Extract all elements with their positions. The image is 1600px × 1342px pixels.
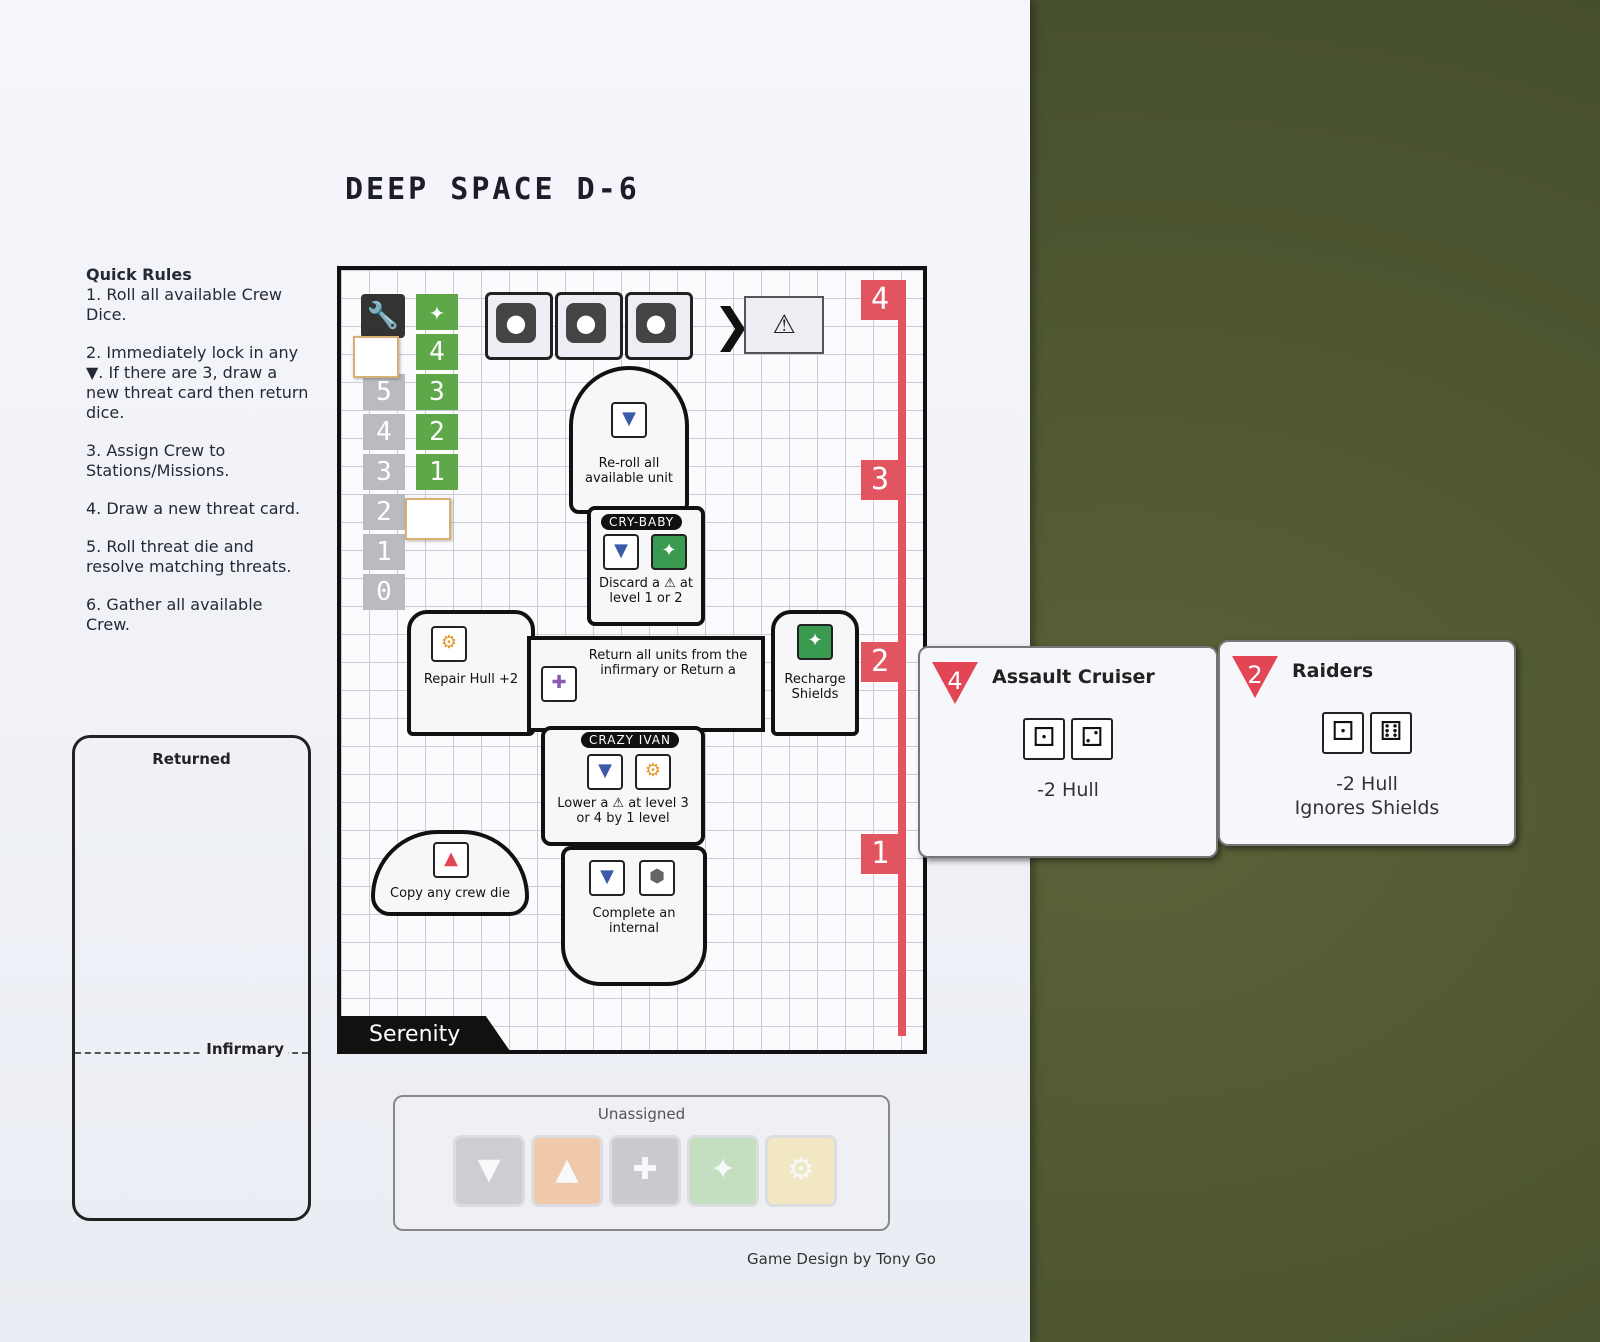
threat-level-2: 2	[861, 642, 899, 682]
die-face-icon: ⚅	[1370, 712, 1412, 754]
hull-track-cell[interactable]: 1	[363, 534, 405, 570]
shuttle-station[interactable]: ▲ Copy any crew die	[371, 830, 529, 916]
ship-name: Serenity	[337, 1016, 512, 1054]
internal-station[interactable]: ▼ ⬢ Complete an internal	[561, 846, 707, 986]
shield-marker[interactable]	[405, 498, 451, 540]
medical-station[interactable]: ✚ Return all units from the infirmary or…	[527, 636, 765, 732]
command-crew-icon: ▼	[611, 402, 647, 438]
threat-crew-icon: ⬢	[639, 860, 675, 896]
game-title: DEEP SPACE D-6	[345, 172, 640, 207]
threat-level-badge: 2	[1232, 656, 1278, 698]
die-face-icon: ⚀	[1023, 718, 1065, 760]
tactical-die-icon: ▲	[531, 1135, 603, 1207]
threat-warning-icon: ⚠	[744, 296, 824, 354]
threat-level-badge: 4	[932, 662, 978, 704]
shield-track-cell[interactable]: 2	[416, 414, 458, 450]
repair-text: Repair Hull +2	[423, 672, 519, 687]
crazyivan-tag: CRAZY IVAN	[581, 732, 679, 748]
card-dice: ⚀⚅	[1220, 712, 1514, 754]
credit-text: Game Design by Tony Go	[747, 1250, 936, 1268]
returned-label: Returned	[152, 750, 231, 768]
internal-text: Complete an internal	[592, 906, 676, 936]
infirmary-label: Infirmary	[202, 1040, 288, 1058]
card-name: Raiders	[1292, 660, 1374, 682]
command-crew-icon: ▼	[603, 534, 639, 570]
card-effect-line: -2 Hull	[1037, 779, 1099, 801]
die-face-icon: ⚁	[1071, 718, 1113, 760]
hull-track-cell[interactable]: 4	[363, 414, 405, 450]
hull-track-cell[interactable]: 0	[363, 574, 405, 610]
card-name: Assault Cruiser	[992, 666, 1155, 688]
shield-track-cell[interactable]: 4	[416, 334, 458, 370]
rule-step: 4. Draw a new threat card.	[86, 499, 301, 518]
medical-die-icon: ✚	[609, 1135, 681, 1207]
engineering-die-icon: ⚙	[765, 1135, 837, 1207]
rule-step: 6. Gather all available Crew.	[86, 595, 263, 634]
threat-card[interactable]: 2 Raiders ⚀⚅ -2 Hull Ignores Shields	[1218, 640, 1516, 846]
game-sheet: DEEP SPACE D-6 Quick Rules 1. Roll all a…	[0, 0, 1030, 1342]
hull-track-cell[interactable]: 5	[363, 374, 405, 410]
threat-level-4: 4	[861, 280, 899, 320]
science-crew-icon: ✦	[651, 534, 687, 570]
command-crew-icon: ▼	[587, 754, 623, 790]
ship-board: 🔧 ✦ 5 4 3 2 1 0 4 3 2 1 ● ● ● ❯ ⚠ 4 3 2 …	[337, 266, 927, 1054]
command-die-icon: ▼	[453, 1135, 525, 1207]
threat-level-1: 1	[861, 834, 899, 874]
crybaby-mission[interactable]: CRY-BABY ▼ ✦ Discard a ⚠ at level 1 or 2	[587, 506, 705, 626]
arrow-up-icon: ▲	[433, 842, 469, 878]
science-crew-icon: ✦	[797, 624, 833, 660]
rule-step: 5. Roll threat die and resolve matching …	[86, 537, 292, 576]
crew-return-box[interactable]: Returned Infirmary	[72, 735, 311, 1221]
die-face-icon: ⚀	[1322, 712, 1364, 754]
shield-track-cell[interactable]: 1	[416, 454, 458, 490]
card-effect-line: -2 Hull	[1336, 773, 1398, 795]
threat-track	[898, 280, 906, 1036]
card-effect-line: Ignores Shields	[1294, 797, 1440, 819]
rule-step: 3. Assign Crew to Stations/Missions.	[86, 441, 230, 480]
command-crew-icon: ▼	[589, 860, 625, 896]
rule-step: 1. Roll all available Crew Dice.	[86, 285, 282, 324]
rule-step: 2. Immediately lock in any ▼. If there a…	[86, 343, 309, 422]
threat-level-3: 3	[861, 460, 899, 500]
locked-die-slot[interactable]: ●	[555, 292, 623, 360]
bridge-station[interactable]: ▼ Re-roll all available unit	[569, 366, 689, 514]
medical-text: Return all units from the infirmary or R…	[588, 648, 748, 678]
engineering-crew-icon: ⚙	[635, 754, 671, 790]
hull-track-cell[interactable]: 3	[363, 454, 405, 490]
card-dice: ⚀⚁	[920, 718, 1216, 760]
shuttle-text: Copy any crew die	[390, 886, 510, 901]
quick-rules: Quick Rules 1. Roll all available Crew D…	[86, 265, 311, 653]
science-die-icon: ✦	[687, 1135, 759, 1207]
threat-card[interactable]: 4 Assault Cruiser ⚀⚁ -2 Hull	[918, 646, 1218, 858]
shields-station[interactable]: ✦ Recharge Shields	[771, 610, 859, 736]
crazyivan-mission[interactable]: CRAZY IVAN ▼ ⚙ Lower a ⚠ at level 3 or 4…	[541, 726, 705, 846]
threat-die-icon: ●	[496, 303, 536, 343]
recharge-text: Recharge Shields	[784, 672, 846, 702]
locked-die-slot[interactable]: ●	[485, 292, 553, 360]
threat-die-icon: ●	[636, 303, 676, 343]
card-effect: -2 Hull	[920, 778, 1216, 802]
unassigned-label: Unassigned	[597, 1105, 686, 1123]
shield-icon: ✦	[416, 294, 458, 330]
engineering-station[interactable]: ⚙ Repair Hull +2	[407, 610, 535, 736]
engineering-crew-icon: ⚙	[431, 626, 467, 662]
infirmary-divider	[75, 1052, 308, 1054]
threat-die-icon: ●	[566, 303, 606, 343]
medical-crew-icon: ✚	[541, 666, 577, 702]
crazyivan-text: Lower a ⚠ at level 3 or 4 by 1 level	[557, 796, 689, 826]
locked-die-slot[interactable]: ●	[625, 292, 693, 360]
unassigned-area[interactable]: Unassigned ▼ ▲ ✚ ✦ ⚙	[393, 1095, 890, 1231]
card-effect: -2 Hull Ignores Shields	[1220, 772, 1514, 820]
crybaby-tag: CRY-BABY	[601, 514, 683, 530]
hull-marker[interactable]	[353, 336, 399, 378]
wrench-icon: 🔧	[361, 294, 405, 338]
rules-heading: Quick Rules	[86, 265, 192, 284]
shield-track-cell[interactable]: 3	[416, 374, 458, 410]
crybaby-text: Discard a ⚠ at level 1 or 2	[599, 576, 693, 606]
hull-track-cell[interactable]: 2	[363, 494, 405, 530]
bridge-text: Re-roll all available unit	[585, 456, 673, 486]
